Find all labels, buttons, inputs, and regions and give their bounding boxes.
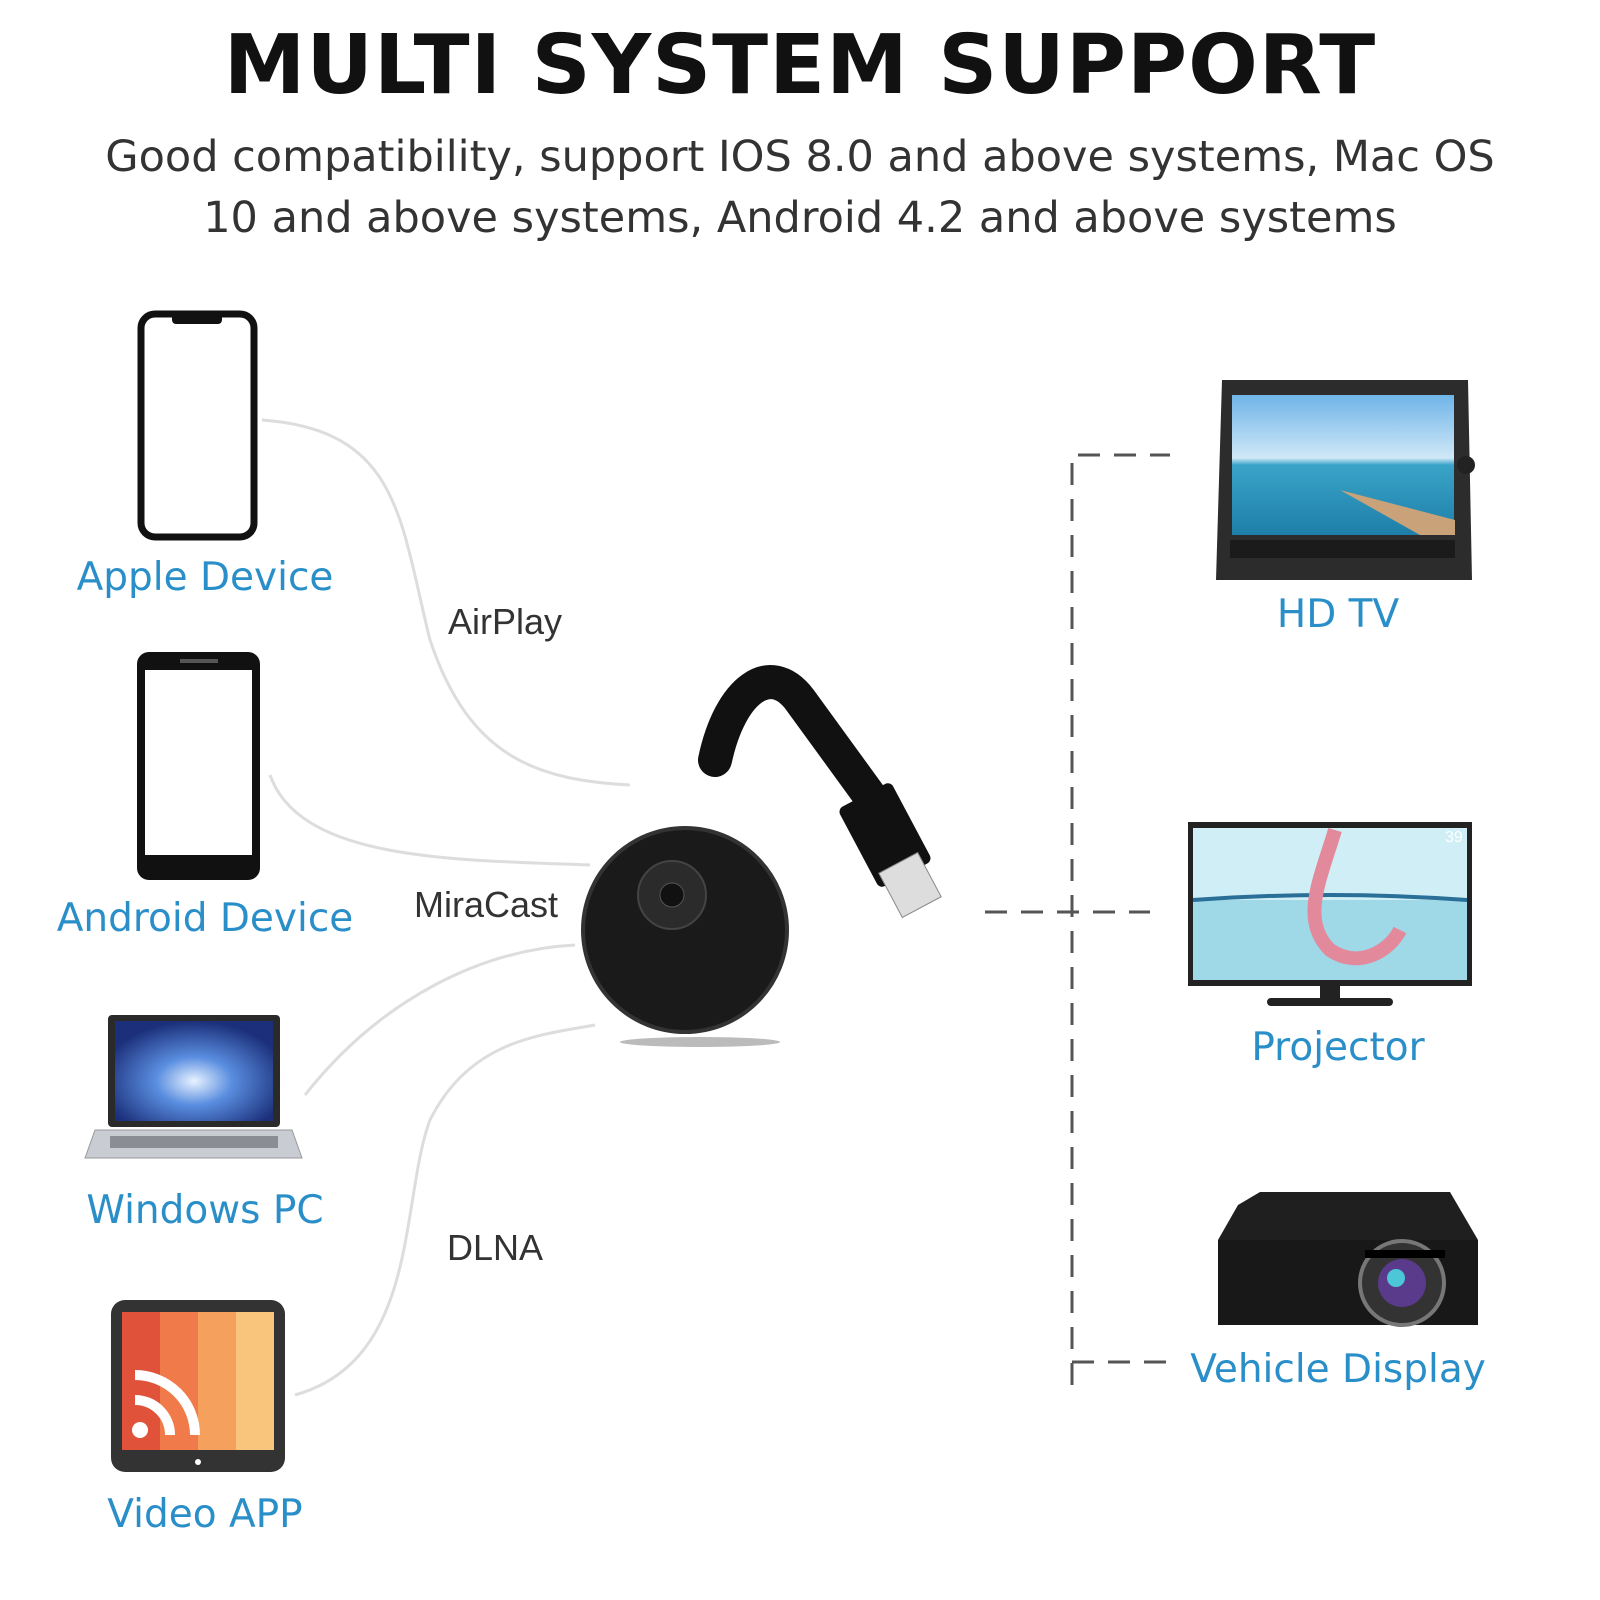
label-apple-device: Apple Device [76,555,334,600]
monitor-icon [1216,380,1475,580]
dongle-illustration [581,665,942,1047]
cast-app-icon [111,1300,285,1472]
tv-icon: 39 [1188,822,1472,1006]
source-connectors [261,418,631,1397]
subtitle-line-2: 10 and above systems, Android 4.2 and ab… [203,193,1397,243]
channel-number: 39 [1445,829,1463,846]
subtitle-line-1: Good compatibility, support IOS 8.0 and … [105,132,1495,182]
projector-icon [1218,1192,1478,1327]
windows-curve [303,943,576,1096]
miracast-curve [268,774,591,867]
protocol-miracast: MiraCast [413,884,559,925]
label-windows-pc: Windows PC [86,1188,324,1233]
laptop-icon [84,1015,303,1159]
label-vehicle-display: Vehicle Display [1190,1347,1486,1392]
label-projector: Projector [1251,1025,1425,1070]
page-title: MULTI SYSTEM SUPPORT [223,18,1377,113]
target-connectors [985,453,1170,1385]
label-video-app: Video APP [107,1492,303,1537]
protocol-airplay: AirPlay [447,601,563,642]
iphone-icon [137,310,258,541]
protocol-dlna: DLNA [446,1227,544,1268]
label-android-device: Android Device [56,896,354,941]
dlna-curve [294,1023,596,1397]
label-hd-tv: HD TV [1276,592,1400,637]
airplay-curve [261,418,631,787]
android-phone-icon [137,652,260,880]
